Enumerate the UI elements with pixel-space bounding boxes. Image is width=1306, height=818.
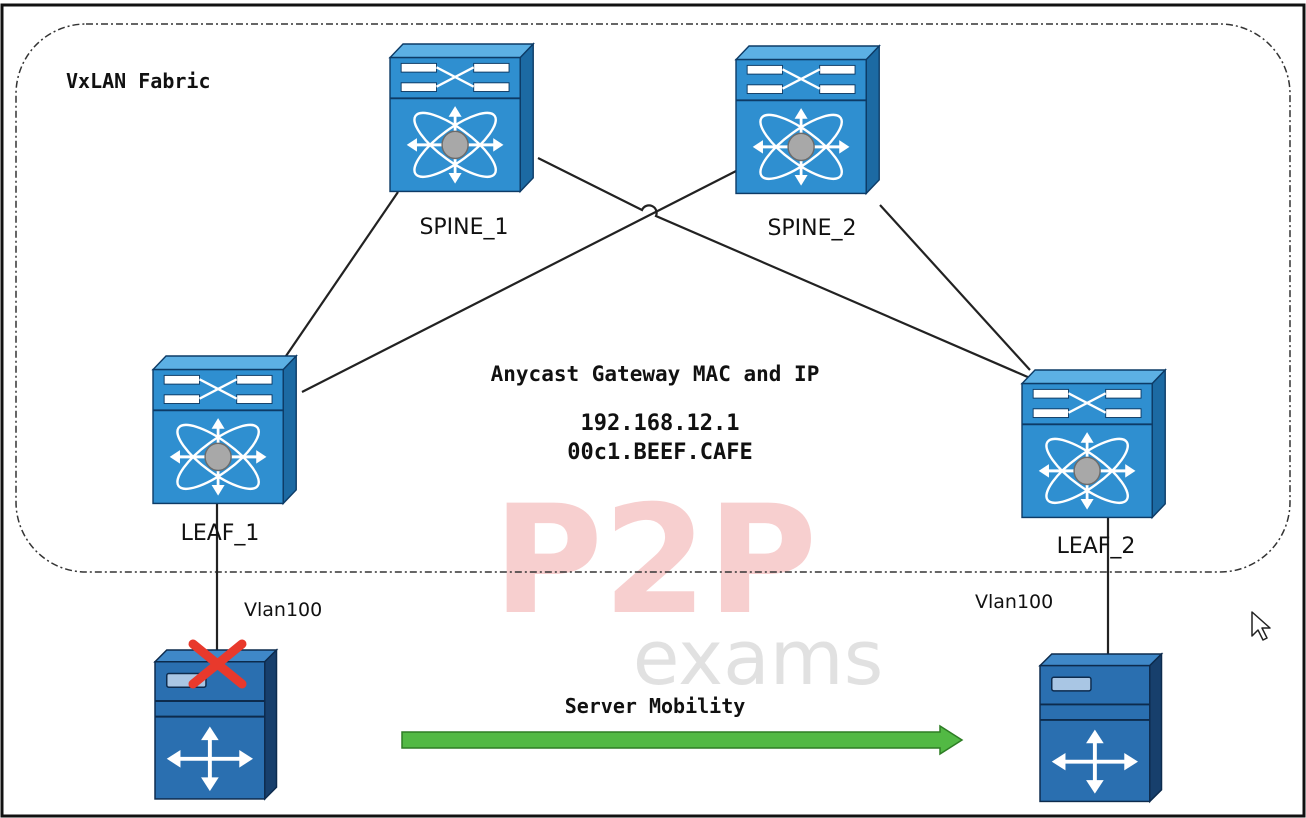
watermark-logo-bottom: exams <box>633 613 884 702</box>
vlan-right-label: Vlan100 <box>975 591 1053 613</box>
link-spine2-leaf1 <box>301 167 743 393</box>
server-1-icon <box>153 648 279 801</box>
failure-x-icon <box>188 639 247 689</box>
server-mobility-label: Server Mobility <box>565 694 746 718</box>
anycast-gateway-title: Anycast Gateway MAC and IP <box>491 362 820 386</box>
server-mobility-arrow <box>401 724 964 756</box>
spine-2-switch-icon <box>734 44 881 195</box>
spine-2-label: SPINE_2 <box>767 216 856 241</box>
leaf-1-label: LEAF_1 <box>181 521 260 546</box>
spine-1-switch-icon <box>388 42 535 193</box>
mouse-cursor-icon <box>1251 611 1271 641</box>
anycast-gateway-ip: 192.168.12.1 <box>581 411 740 436</box>
fabric-links <box>215 157 1110 660</box>
link-spine1-leaf1 <box>285 191 399 357</box>
leaf-1-switch-icon <box>151 354 298 505</box>
vlan-left-label: Vlan100 <box>244 599 322 621</box>
anycast-gateway-mac: 00c1.BEEF.CAFE <box>567 440 752 465</box>
link-spine1-leaf2 <box>537 157 1031 380</box>
spine-1-label: SPINE_1 <box>419 215 508 240</box>
watermark-logo: P2P exams <box>493 474 883 702</box>
leaf-2-switch-icon <box>1020 368 1167 519</box>
link-spine2-leaf2 <box>879 204 1031 371</box>
watermark-logo-top: P2P <box>493 474 817 648</box>
fabric-label: VxLAN Fabric <box>66 69 211 93</box>
vxlan-fabric-boundary <box>15 23 1291 573</box>
server-2-icon <box>1038 652 1164 804</box>
leaf-2-label: LEAF_2 <box>1057 534 1136 559</box>
